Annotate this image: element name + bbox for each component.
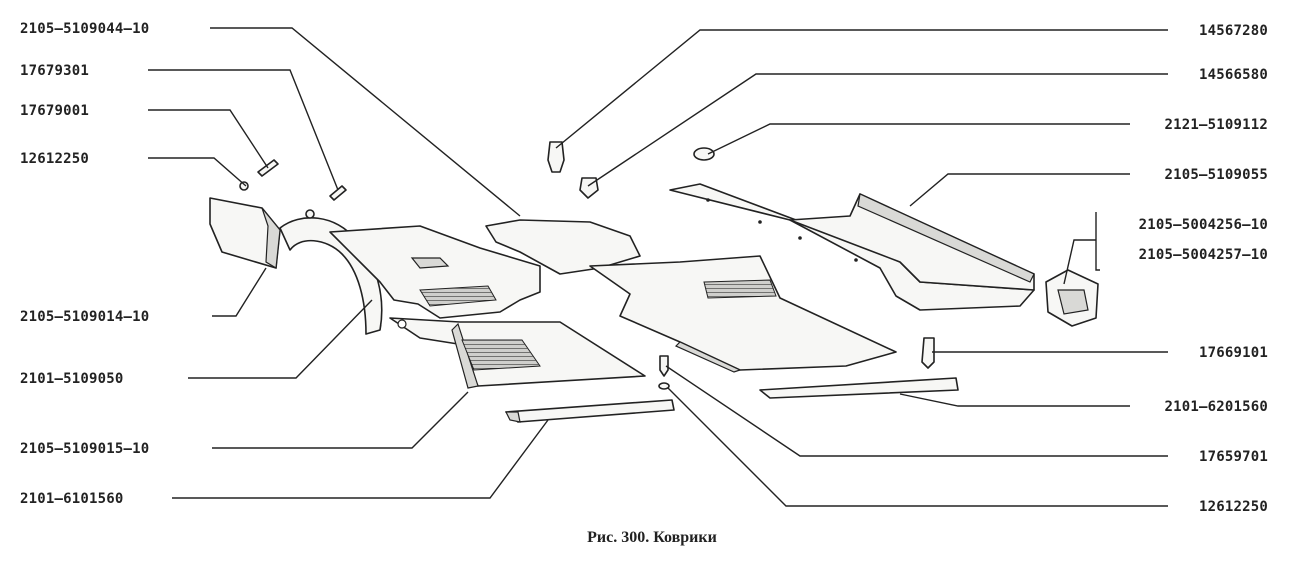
callout-label: 2105–5109014–10 — [20, 309, 149, 325]
callout-label: 2105–5109044–10 — [20, 21, 149, 37]
callout-label: 2101–6101560 — [20, 491, 124, 507]
callout-label: 17679301 — [20, 63, 89, 79]
callout-label: 2105–5004257–10 — [1139, 247, 1268, 263]
callout-label: 2101–6201560 — [1164, 399, 1268, 415]
front-threshold-strip — [505, 399, 675, 423]
rear-floor-panel-mat — [669, 183, 1035, 311]
front-left-side-mat — [209, 197, 281, 269]
callout-label: 17659701 — [1199, 449, 1268, 465]
callout-label: 17669101 — [1199, 345, 1268, 361]
callout-label: 14566580 — [1199, 67, 1268, 83]
callout-label: 17679001 — [20, 103, 89, 119]
rear-right-floor-mat — [589, 255, 897, 373]
callout-label: 2105–5109015–10 — [20, 441, 149, 457]
rear-floor-mat — [485, 219, 641, 275]
callout-label: 12612250 — [1199, 499, 1268, 515]
right-callouts: 14567280 14566580 2121–5109112 2105–5109… — [1139, 23, 1268, 515]
callout-label: 2121–5109112 — [1164, 117, 1268, 133]
rear-corner-cover — [1045, 269, 1099, 327]
callout-label: 2105–5004256–10 — [1139, 217, 1268, 233]
front-floor-mat — [329, 225, 541, 319]
left-callouts: 2105–5109044–10 17679301 17679001 126122… — [20, 21, 149, 507]
callout-label: 12612250 — [20, 151, 89, 167]
callout-label: 14567280 — [1199, 23, 1268, 39]
callout-label: 2105–5109055 — [1164, 167, 1268, 183]
callout-label: 2101–5109050 — [20, 371, 124, 387]
rear-threshold-strip — [759, 377, 959, 399]
figure-caption: Рис. 300. Коврики — [587, 529, 717, 546]
front-left-floor-mat — [389, 317, 646, 389]
leader-lines — [148, 27, 1168, 507]
